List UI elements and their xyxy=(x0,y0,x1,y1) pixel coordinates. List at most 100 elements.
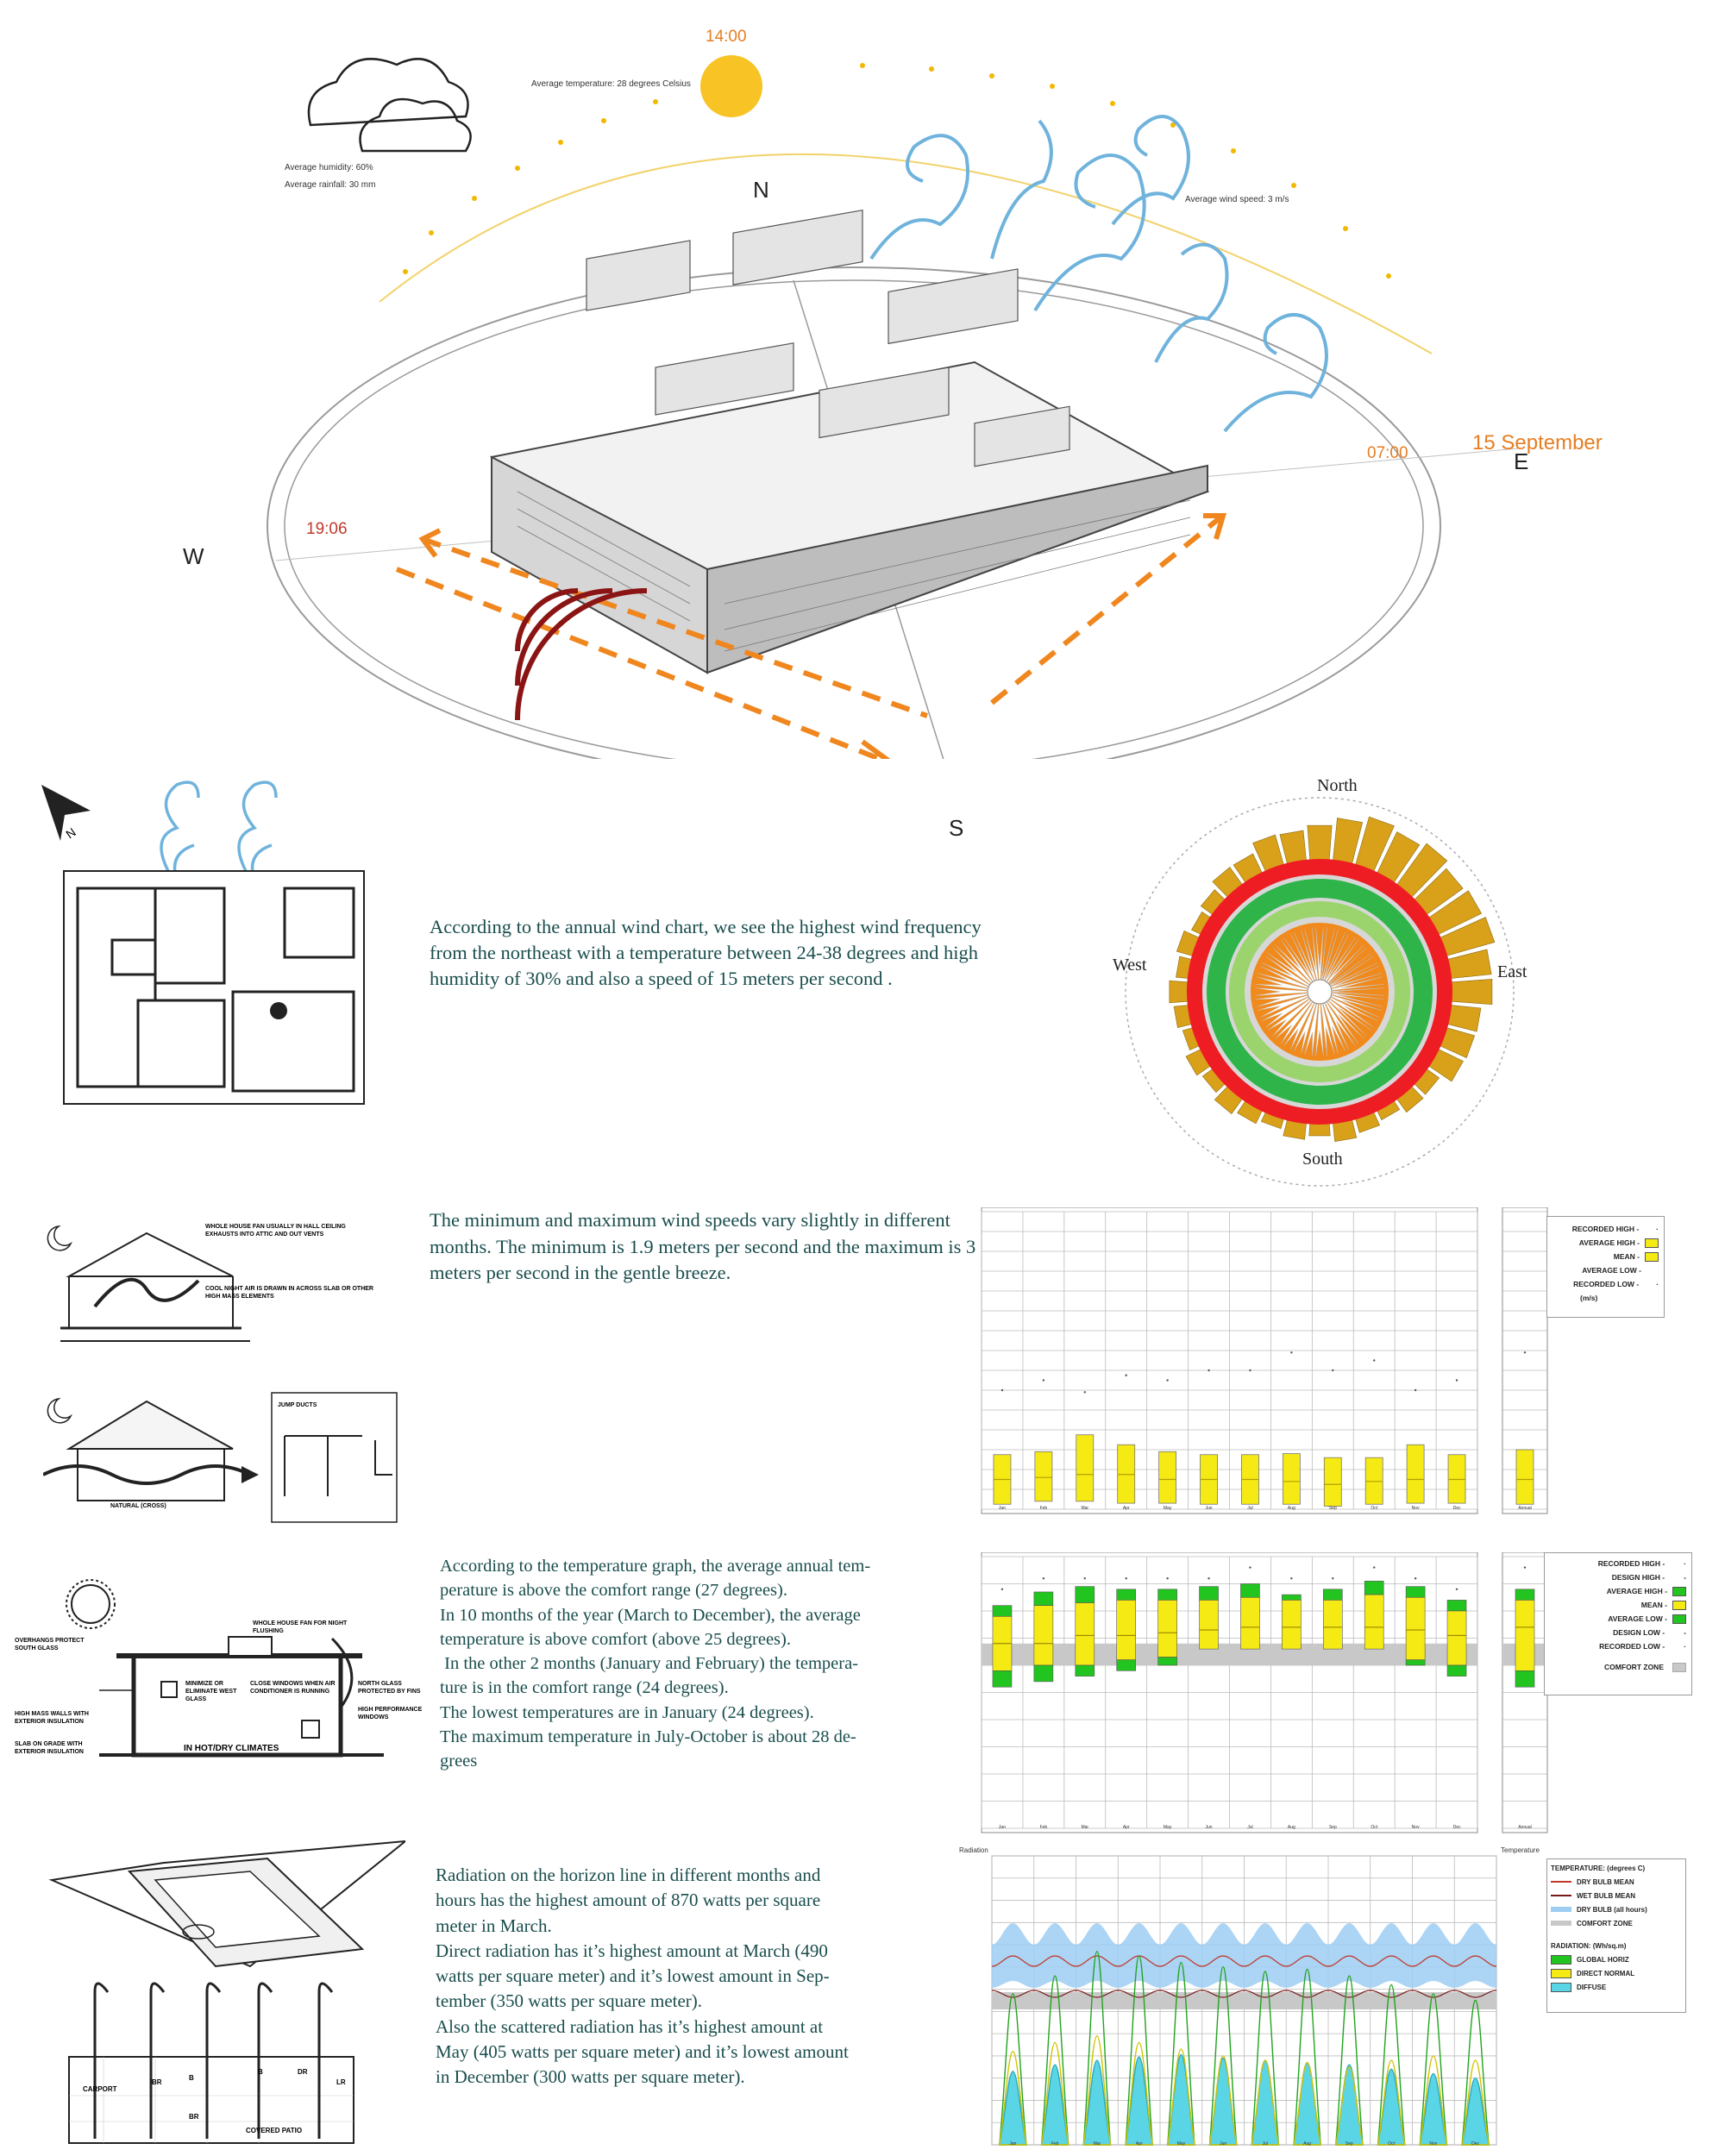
avg-temperature-note: Average temperature: 28 degrees Celsius xyxy=(531,79,691,89)
legend-r-wet-mean: WET BULB MEAN xyxy=(1547,1889,1685,1902)
legend-average-high: AVERAGE HIGH - xyxy=(1547,1236,1664,1250)
temperature-tick-label: Dec xyxy=(1453,1825,1461,1830)
rose-east-label: East xyxy=(1497,962,1527,981)
building-model xyxy=(489,209,1210,674)
wind-speed-recorded-high xyxy=(1000,1388,1004,1392)
rad-line-1: Radiation on the horizon line in differe… xyxy=(436,1865,821,1885)
temperature-bar-mid xyxy=(1446,1610,1467,1666)
direct-normal-curve xyxy=(1166,2048,1195,2146)
hotdry-north-note: NORTH GLASS PROTECTED BY FINS xyxy=(358,1681,421,1695)
wind-speed-tick-label: Feb xyxy=(1040,1506,1048,1511)
hotdry-close-note: CLOSE WINDOWS WHEN AIR CONDITIONER IS RU… xyxy=(250,1681,336,1695)
wind-speed-recorded-high xyxy=(1290,1351,1293,1354)
temp-line-3: In 10 months of the year (March to Decem… xyxy=(440,1605,861,1625)
wind-speed-recorded-high xyxy=(1125,1374,1127,1376)
temperature-bar-mid xyxy=(1075,1602,1095,1666)
rad-line-9: in December (300 watts per square meter)… xyxy=(436,2066,745,2088)
wind-rose-petal xyxy=(1304,927,1320,993)
temperature-bar-low xyxy=(1116,1659,1137,1671)
direct-normal-curve xyxy=(1293,2061,1322,2146)
wind-rose-petal xyxy=(1319,976,1384,993)
hotdry-fan-note: WHOLE HOUSE FAN FOR NIGHT FLUSHING xyxy=(253,1620,348,1634)
temperature-bar-mid xyxy=(1282,1600,1302,1650)
temperature-recorded-high xyxy=(1249,1566,1251,1569)
dry-bulb-mean-line xyxy=(991,1955,1497,1967)
sun-path-arc xyxy=(379,153,1433,354)
temperature-recorded-high xyxy=(1290,1577,1293,1580)
wind-speed-tick-label: Oct xyxy=(1371,1506,1377,1511)
global-horiz-curve xyxy=(999,1993,1027,2146)
sunset-time-label: 19:06 xyxy=(306,520,348,538)
compass-west-label: W xyxy=(183,543,204,569)
temperature-comfort-zone xyxy=(982,1643,1477,1665)
temp-line-1: According to the temperature graph, the … xyxy=(440,1557,871,1576)
radiation-paragraph: Radiation on the horizon line in differe… xyxy=(436,1863,970,2090)
temperature-tick-label: Jan xyxy=(999,1825,1006,1830)
wind-rose-petal xyxy=(1255,976,1320,993)
rad-comfort-band xyxy=(992,1992,1496,2009)
plan-br-label: BR xyxy=(152,2078,162,2086)
wind-speed-bar xyxy=(1406,1444,1425,1504)
wind-speed-tick-label: May xyxy=(1164,1506,1172,1511)
global-horiz-curve xyxy=(1335,1975,1364,2146)
temperature-bar-high xyxy=(992,1605,1013,1617)
diffuse-curve xyxy=(1082,2059,1112,2146)
wind-speed-tick-label: Annual xyxy=(1518,1506,1532,1511)
temperature-bar-mid xyxy=(1322,1600,1343,1650)
wind-rose-petal xyxy=(1275,991,1320,1044)
wind-rose-petal xyxy=(1315,991,1324,1056)
radiation-tick-label: Oct xyxy=(1388,2141,1395,2147)
sun-icon-small xyxy=(66,1579,116,1629)
wind-swirls-icon xyxy=(869,115,1328,433)
temp-line-8: The maximum temperature in July-October … xyxy=(440,1727,856,1747)
temperature-bar-mid xyxy=(1033,1605,1054,1666)
wind-speed-tick-label: Jul xyxy=(1247,1506,1252,1511)
wind-rose-petals xyxy=(1255,927,1384,1056)
wind-speed-recorded-high xyxy=(1166,1379,1169,1382)
temperature-bar-low xyxy=(1157,1657,1177,1666)
wind-speed-recorded-high xyxy=(1414,1388,1417,1392)
temperature-bar-mid xyxy=(1515,1600,1535,1671)
compass-east-label: E xyxy=(1514,448,1529,474)
temperature-legend: RECORDED HIGH -· DESIGN HIGH -- AVERAGE … xyxy=(1544,1552,1692,1695)
temperature-recorded-high xyxy=(1208,1577,1210,1580)
wind-rose-petal xyxy=(1319,991,1335,1056)
wind-rose-petal xyxy=(1319,991,1384,1007)
wind-speed-recorded-high xyxy=(1523,1351,1527,1354)
plan-b1-label: B xyxy=(189,2074,194,2082)
rose-west-label: West xyxy=(1113,956,1147,975)
orbit-ring-outer xyxy=(267,266,1441,759)
compass-north-label: N xyxy=(753,177,769,203)
temperature-recorded-high xyxy=(1000,1588,1004,1590)
wind-speed-bar xyxy=(1158,1451,1177,1504)
temperature-bar-low xyxy=(1033,1664,1054,1683)
wind-rose-petal xyxy=(1283,991,1320,1050)
wind-rose-petal xyxy=(1294,991,1320,1054)
temperature-bar-high xyxy=(1033,1591,1054,1607)
wind-rose-petal xyxy=(1255,987,1320,996)
wind-speed-tick-label: Apr xyxy=(1123,1506,1130,1511)
vent-note-jump-ducts: JUMP DUCTS xyxy=(278,1402,317,1408)
legend-t-average-high: AVERAGE HIGH - xyxy=(1545,1584,1691,1598)
wind-rose-paragraph: According to the annual wind chart, we s… xyxy=(430,916,982,989)
legend-r-global: GLOBAL HORIZ xyxy=(1547,1952,1685,1966)
compass-south-label: S xyxy=(949,815,964,841)
wind-speed-bar xyxy=(1323,1457,1342,1507)
legend-r-comfort: COMFORT ZONE xyxy=(1547,1916,1685,1930)
hotdry-title: IN HOT/DRY CLIMATES xyxy=(184,1744,279,1753)
wind-rose-bar xyxy=(1307,824,1333,863)
dry-bulb-band xyxy=(992,1923,1496,1988)
wind-speed-paragraph: The minimum and maximum wind speeds vary… xyxy=(430,1209,976,1283)
direct-normal-curve xyxy=(1208,2055,1238,2146)
noise-waves-icon xyxy=(515,588,648,721)
wind-speed-tick-label: Jan xyxy=(999,1506,1006,1511)
rad-line-3: meter in March. xyxy=(436,1915,552,1936)
site-sun-path-diagram xyxy=(267,55,1519,759)
hotdry-slab-note: SLAB ON GRADE WITH EXTERIOR INSULATION xyxy=(15,1741,84,1755)
temperature-bar-mid xyxy=(1116,1600,1137,1661)
wind-rose-petal xyxy=(1319,966,1382,993)
temperature-bar-high xyxy=(1075,1586,1095,1603)
legend-r-dry-all: DRY BULB (all hours) xyxy=(1547,1902,1685,1916)
legend-unit: (m/s) xyxy=(1580,1294,1598,1302)
